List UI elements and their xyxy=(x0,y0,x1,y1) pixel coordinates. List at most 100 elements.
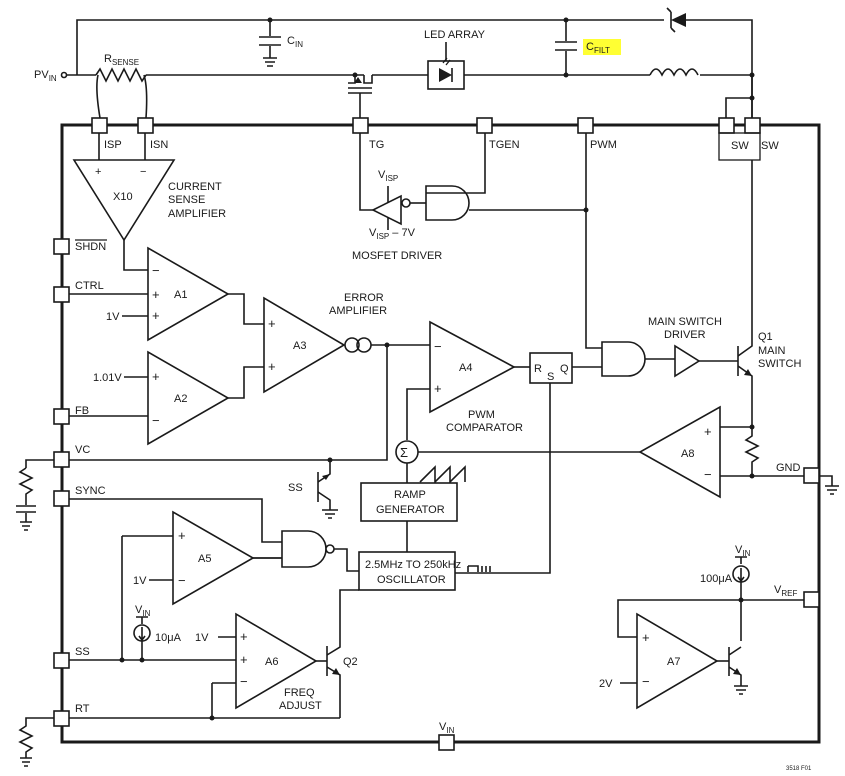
svg-text:1V: 1V xyxy=(133,575,147,587)
amplifier-a8: + − A8 xyxy=(417,405,721,499)
svg-text:−: − xyxy=(704,467,712,482)
cfilt-capacitor: C FILT xyxy=(555,17,621,78)
pin-ctrl xyxy=(53,286,70,303)
vc-compensation-network xyxy=(16,459,54,531)
vref-label: VREF xyxy=(774,584,797,598)
svg-text:Σ: Σ xyxy=(400,445,408,460)
svg-text:GENERATOR: GENERATOR xyxy=(376,504,445,516)
svg-text:ADJUST: ADJUST xyxy=(279,700,322,712)
svg-text:Q1: Q1 xyxy=(758,331,773,343)
vc-node-wire xyxy=(69,345,388,461)
svg-text:Q: Q xyxy=(560,363,569,375)
led-array: LED ARRAY xyxy=(424,29,486,90)
inductor xyxy=(649,68,699,77)
cin-label: C xyxy=(287,35,295,47)
svg-text:+: + xyxy=(240,629,248,644)
oscillator: 2.5MHz TO 250kHz OSCILLATOR xyxy=(358,551,461,591)
svg-text:−: − xyxy=(434,339,442,354)
svg-text:R: R xyxy=(534,363,542,375)
pin-tg xyxy=(352,117,369,134)
pin-vc xyxy=(53,451,70,468)
cfilt-label: C xyxy=(586,41,594,53)
svg-text:+: + xyxy=(642,630,650,645)
pwm-wire xyxy=(585,133,602,349)
ss-current-source: VIN 10μA xyxy=(133,604,182,660)
figure-number: 3518 F01 xyxy=(786,766,812,772)
svg-text:A6: A6 xyxy=(265,656,278,668)
svg-text:+: + xyxy=(268,316,276,331)
svg-text:1.01V: 1.01V xyxy=(93,372,122,384)
tgen-label: TGEN xyxy=(489,139,520,151)
pin-ss xyxy=(53,652,70,669)
pin-fb xyxy=(53,408,70,425)
svg-text:SS: SS xyxy=(288,482,303,494)
svg-text:−: − xyxy=(152,263,160,278)
main-switch-driver-label-2: DRIVER xyxy=(664,329,706,341)
svg-text:+: + xyxy=(268,359,276,374)
svg-text:A7: A7 xyxy=(667,656,680,668)
csa-label-1: CURRENT xyxy=(168,181,222,193)
cin-capacitor: C IN xyxy=(259,17,303,67)
pin-vref xyxy=(803,591,820,608)
svg-text:+: + xyxy=(240,652,248,667)
ramp-waveform-icon xyxy=(419,465,466,484)
svg-text:MAIN: MAIN xyxy=(758,345,786,357)
svg-text:FILT: FILT xyxy=(594,46,610,55)
ctrl-label: CTRL xyxy=(75,280,104,292)
clock-waveform-icon xyxy=(467,565,491,572)
rt-resistor-external xyxy=(18,717,54,767)
pin-sw-1 xyxy=(718,117,735,134)
led-array-label: LED ARRAY xyxy=(424,29,486,41)
cfilt-highlight xyxy=(583,39,621,55)
svg-text:−: − xyxy=(642,674,650,689)
svg-text:A3: A3 xyxy=(293,340,306,352)
pin-isn xyxy=(137,117,154,134)
freq-adjust-a6: + + − A6 1V FREQ ADJUST xyxy=(195,612,327,712)
svg-text:RAMP: RAMP xyxy=(394,489,426,501)
amplifier-a5: + − A5 1V xyxy=(122,510,282,606)
mosfet-driver: VISP VISP – 7V MOSFET DRIVER xyxy=(352,133,589,262)
svg-text:A5: A5 xyxy=(198,553,211,565)
q1-sense-resistor xyxy=(720,424,804,479)
main-switch-and-gate xyxy=(601,341,738,378)
x10-label: X10 xyxy=(113,191,133,203)
amplifier-a2: + − A2 1.01V xyxy=(69,350,230,446)
sw-tie-wire xyxy=(725,75,753,118)
svg-text:100μA: 100μA xyxy=(700,573,733,585)
q2-transistor: Q2 xyxy=(326,589,359,718)
pwm-comp-label-1: PWM xyxy=(468,409,495,421)
rsense-label: RSENSE xyxy=(104,53,139,67)
pin-tgen xyxy=(476,117,493,134)
pin-sw-2 xyxy=(744,117,761,134)
pin-rt xyxy=(53,710,70,727)
isn-label: ISN xyxy=(150,139,168,151)
catch-diode xyxy=(666,7,686,33)
shdn-label: SHDN xyxy=(75,241,106,253)
sync-label: SYNC xyxy=(75,485,106,497)
csa-label-2: SENSE xyxy=(168,194,205,206)
vin-top-label: VIN xyxy=(735,544,751,558)
isp-label: ISP xyxy=(104,139,122,151)
svg-text:SWITCH: SWITCH xyxy=(758,358,801,370)
svg-text:10μA: 10μA xyxy=(155,632,182,644)
svg-text:1V: 1V xyxy=(195,632,209,644)
svg-text:A2: A2 xyxy=(174,393,187,405)
visp-label: VISP xyxy=(378,169,398,183)
pin-gnd xyxy=(803,467,820,484)
pin-shdn xyxy=(53,238,70,255)
error-amp-label-2: AMPLIFIER xyxy=(329,305,387,317)
svg-text:−: − xyxy=(178,573,186,588)
rs-latch: R S Q xyxy=(455,352,602,574)
svg-text:A1: A1 xyxy=(174,289,187,301)
pin-isp xyxy=(91,117,108,134)
svg-text:−: − xyxy=(152,413,160,428)
csa-label-3: AMPLIFIER xyxy=(168,208,226,220)
summing-node: Σ xyxy=(395,440,419,483)
svg-text:Q2: Q2 xyxy=(343,656,358,668)
pmos-transistor xyxy=(348,72,373,118)
reference-a7: VIN 100μA + − A7 2V xyxy=(599,544,804,710)
visp7-label: VISP – 7V xyxy=(369,227,416,241)
vin-ss-label: VIN xyxy=(135,604,151,618)
pvin-terminal xyxy=(60,71,68,79)
pin-sync xyxy=(53,490,70,507)
